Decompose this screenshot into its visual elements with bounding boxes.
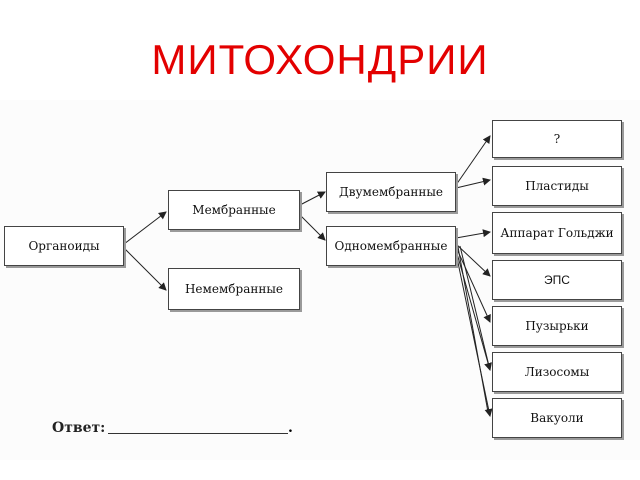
box-golgi: Аппарат Гольджи: [492, 212, 622, 254]
answer-label: Ответ:: [52, 420, 106, 436]
slide-title: МИТОХОНДРИИ: [151, 36, 489, 83]
arrow-one-vacuoles: [455, 252, 493, 417]
box-nonmembrane: Немембранные: [168, 268, 300, 310]
arrow-root-nonmembrane: [123, 247, 167, 291]
answer-line: [108, 433, 288, 434]
box-vacuoles: Вакуоли: [492, 398, 622, 438]
arrow-one-eps: [455, 243, 491, 277]
arrow-one-golgi: [455, 229, 491, 239]
box-organoids: Органоиды: [4, 226, 124, 266]
arrow-root-membrane: [123, 211, 167, 245]
arrow-two-plastids: [455, 177, 491, 189]
answer-end: .: [288, 420, 293, 436]
arrow-two-question: [455, 135, 491, 186]
box-one-membrane: Одномембранные: [326, 226, 456, 266]
arrow-one-lysosomes: [455, 249, 492, 371]
box-lysosomes: Лизосомы: [492, 352, 622, 392]
arrow-membrane-one: [299, 214, 326, 241]
box-eps: ЭПС: [492, 260, 622, 300]
arrow-membrane-two: [299, 191, 326, 206]
box-membrane: Мембранные: [168, 190, 300, 230]
box-plastids: Пластиды: [492, 166, 622, 206]
box-question: ?: [492, 120, 622, 158]
box-vesicles: Пузырьки: [492, 306, 622, 346]
box-two-membrane: Двумембранные: [326, 172, 456, 212]
arrow-one-vesicles: [455, 246, 491, 323]
